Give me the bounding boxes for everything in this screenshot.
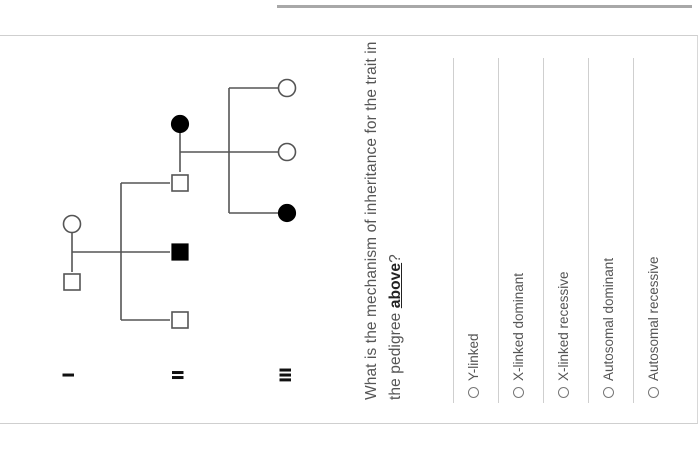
gen3-female-affected xyxy=(277,203,297,223)
gen2-male-unaffected-2 xyxy=(171,311,189,329)
option-autosomal-recessive[interactable]: Autosomal recessive xyxy=(642,98,664,398)
option-column-4: Autosomal dominant xyxy=(588,58,616,403)
gen1-female-unaffected xyxy=(62,214,82,234)
top-divider xyxy=(277,5,692,8)
question-emphasis: above xyxy=(387,262,404,309)
generation-label-2: II xyxy=(168,370,188,381)
radio-icon[interactable] xyxy=(647,387,659,398)
gen2-male-unaffected-1 xyxy=(171,174,189,192)
generation-label-1: I xyxy=(58,373,78,378)
gen1-male-unaffected xyxy=(63,273,81,291)
option-column-1: Y-linked xyxy=(453,58,481,403)
option-autosomal-dominant[interactable]: Autosomal dominant xyxy=(597,98,619,398)
generation-label-3: III xyxy=(275,368,295,383)
option-column-2: X-linked dominant xyxy=(498,58,526,403)
radio-icon[interactable] xyxy=(557,387,569,398)
gen2-male-affected xyxy=(171,243,189,261)
option-x-linked-dominant[interactable]: X-linked dominant xyxy=(507,98,529,398)
radio-icon[interactable] xyxy=(467,387,479,398)
gen3-female-unaffected-2 xyxy=(277,142,297,162)
gen2-female-affected xyxy=(170,114,190,134)
option-y-linked[interactable]: Y-linked xyxy=(462,98,484,398)
question-card xyxy=(0,35,698,424)
question-text: What is the mechanism of inheritance for… xyxy=(363,41,404,400)
radio-icon[interactable] xyxy=(602,387,614,398)
option-column-5: Autosomal recessive xyxy=(633,58,661,403)
radio-icon[interactable] xyxy=(512,387,524,398)
gen3-female-unaffected-1 xyxy=(277,78,297,98)
option-column-3: X-linked recessive xyxy=(543,58,571,403)
option-x-linked-recessive[interactable]: X-linked recessive xyxy=(552,98,574,398)
